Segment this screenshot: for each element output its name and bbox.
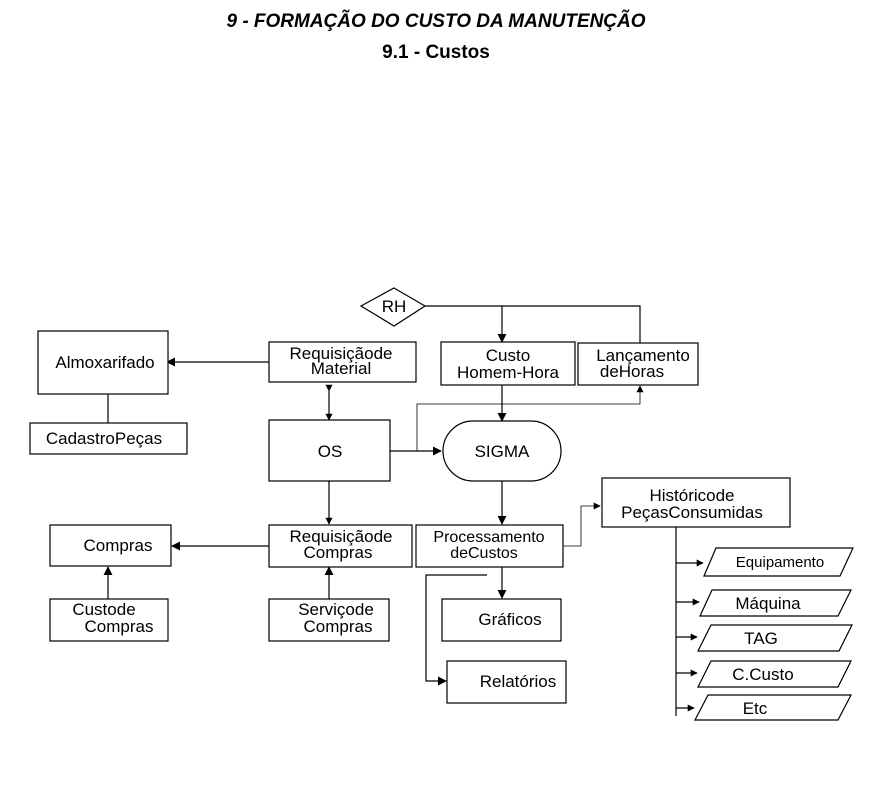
rh-node: RH — [359, 287, 427, 327]
requisicao-material-node: Requisiçãode Material — [268, 341, 417, 383]
requisicao-compras-node: Requisiçãode Compras — [268, 524, 413, 568]
page-title: 9 - FORMAÇÃO DO CUSTO DA MANUTENÇÃO — [226, 11, 646, 32]
servico-compras-node: Serviçode Compras — [268, 598, 390, 642]
custo-compras-line2: Compras — [85, 617, 154, 636]
historico-pecas-node: Históricode PeçasConsumidas — [601, 477, 791, 528]
sigma-label: SIGMA — [475, 442, 530, 461]
custo-homem-hora-line1: Custo — [486, 346, 530, 365]
custo-compras-node: Custode Compras — [49, 598, 169, 642]
relatorios-label: Relatórios — [480, 672, 557, 691]
lancamento-horas-line2: deHoras — [600, 362, 664, 381]
requisicao-material-line2: Material — [311, 359, 371, 378]
processamento-custos-line1: Processamento — [433, 529, 544, 546]
page-subtitle: 9.1 - Custos — [382, 42, 490, 63]
relatorios-node: Relatórios — [446, 660, 567, 704]
servico-compras-line1: Serviçode — [298, 600, 374, 619]
cadastro-pecas-node: CadastroPeças — [29, 422, 188, 455]
equipamento-label: Equipamento — [736, 554, 824, 571]
requisicao-compras-line2: Compras — [304, 543, 373, 562]
custo-compras-line1: Custode — [72, 600, 135, 619]
compras-label: Compras — [84, 536, 153, 555]
processamento-custos-node: Processamento deCustos — [415, 524, 564, 568]
etc-node: Etc — [694, 694, 852, 721]
custo-homem-hora-node: Custo Homem-Hora — [440, 341, 576, 386]
servico-compras-line2: Compras — [304, 617, 373, 636]
maquina-node: Máquina — [699, 589, 852, 617]
etc-label: Etc — [743, 699, 768, 718]
requisicao-material-line1: Requisiçãode — [289, 344, 392, 363]
processamento-custos-line2: deCustos — [450, 545, 518, 562]
c-custo-node: C.Custo — [697, 660, 852, 688]
historico-pecas-line1: Históricode — [649, 486, 734, 505]
tag-label: TAG — [744, 629, 778, 648]
almoxarifado-node: Almoxarifado — [37, 330, 169, 395]
requisicao-compras-line1: Requisiçãode — [289, 527, 392, 546]
connector-os-lancamento — [416, 385, 644, 451]
tag-node: TAG — [697, 624, 853, 652]
equipamento-node: Equipamento — [703, 547, 854, 577]
lancamento-horas-line1: Lançamento — [596, 346, 690, 365]
historico-pecas-line2: PeçasConsumidas — [621, 503, 763, 522]
connector-proc-relatorios — [425, 574, 487, 686]
connectors — [103, 305, 704, 716]
connector-rh-lancamento — [425, 305, 641, 343]
cadastro-pecas-label: CadastroPeças — [46, 429, 162, 448]
compras-node: Compras — [49, 524, 172, 567]
sigma-node: SIGMA — [442, 420, 562, 482]
almoxarifado-label: Almoxarifado — [55, 353, 154, 372]
rh-label: RH — [382, 297, 407, 316]
custo-homem-hora-line2: Homem-Hora — [457, 363, 560, 382]
c-custo-label: C.Custo — [732, 665, 793, 684]
os-label: OS — [318, 442, 343, 461]
os-node: OS — [268, 419, 391, 482]
graficos-label: Gráficos — [478, 610, 541, 629]
connector-proc-historico — [563, 502, 601, 547]
graficos-node: Gráficos — [441, 598, 562, 642]
maquina-label: Máquina — [735, 594, 801, 613]
lancamento-horas-node: Lançamento deHoras — [577, 342, 699, 386]
